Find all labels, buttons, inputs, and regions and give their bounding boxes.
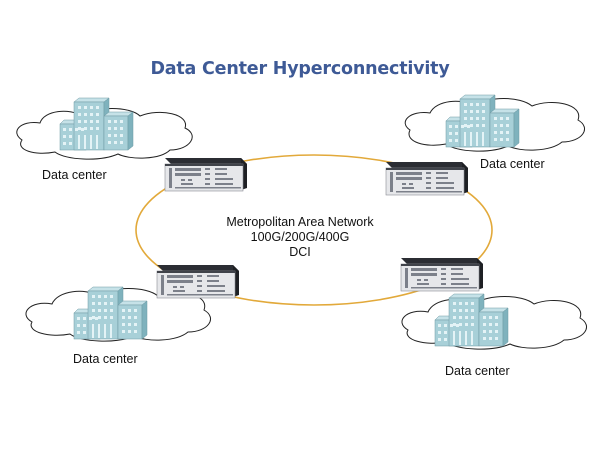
router-icon-bottom-right: [400, 257, 484, 292]
network-speeds: 100G/200G/400G: [250, 230, 350, 244]
network-type: DCI: [289, 245, 311, 259]
router-icon-bottom-left: [156, 264, 240, 299]
router-icon-top-left: [164, 157, 248, 192]
metro-ring: [135, 154, 493, 306]
data-center-label-top-left: Data center: [42, 168, 107, 182]
router-icon-top-right: [385, 161, 469, 196]
network-name: Metropolitan Area Network: [226, 215, 374, 229]
data-center-label-bottom-left: Data center: [73, 352, 138, 366]
building-icon-top-left: [59, 97, 134, 151]
network-description: Metropolitan Area Network 100G/200G/400G…: [200, 215, 400, 260]
data-center-label-bottom-right: Data center: [445, 364, 510, 378]
diagram-title: Data Center Hyperconnectivity: [150, 59, 450, 79]
data-center-label-top-right: Data center: [480, 157, 545, 171]
